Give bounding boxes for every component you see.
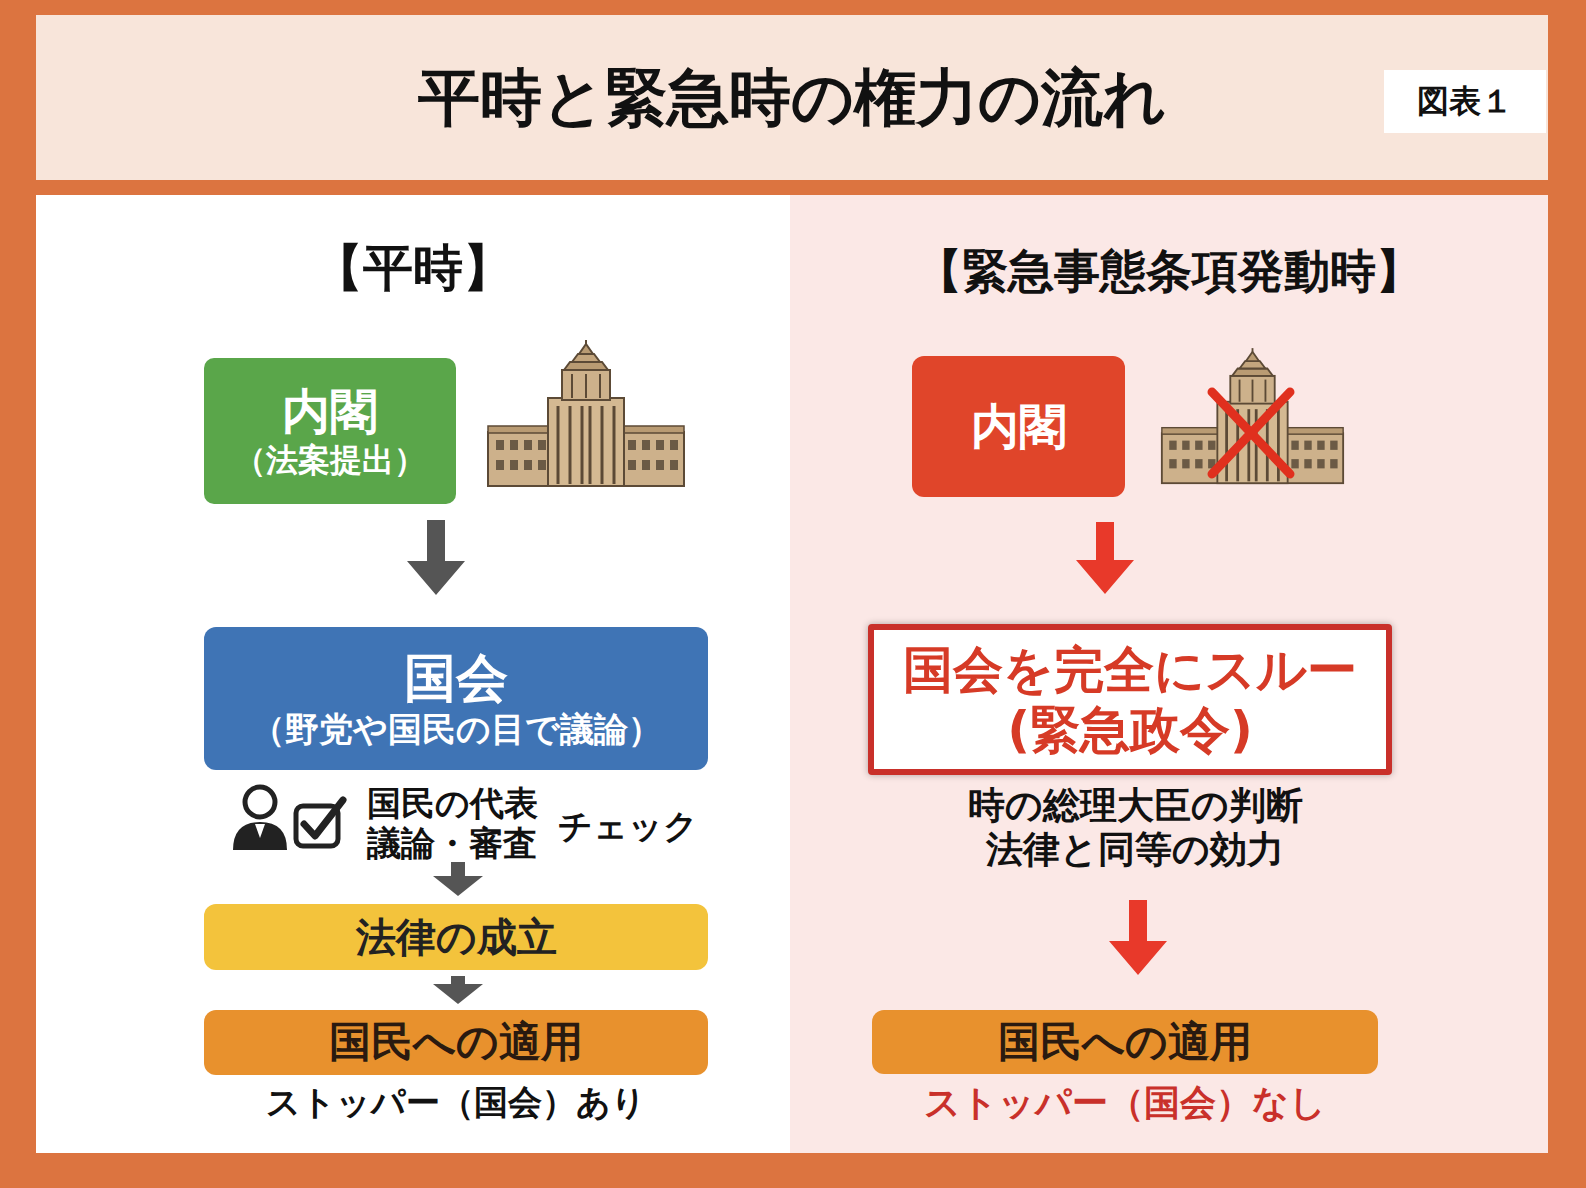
cabinet-box: 内閣 — [912, 356, 1125, 497]
panel-heading: 【緊急事態条項発動時】 — [790, 241, 1548, 303]
stopper-note: ストッパー（国会）あり — [204, 1082, 708, 1122]
application-box: 国民への適用 — [872, 1010, 1378, 1074]
panel-heading: 【平時】 — [36, 235, 790, 302]
diet-box: 国会（野党や国民の目で議論） — [204, 627, 708, 770]
cabinet-box: 内閣（法案提出） — [204, 358, 456, 504]
law-enacted-box: 法律の成立 — [204, 904, 708, 970]
title-band: 平時と緊急時の権力の流れ — [36, 15, 1548, 180]
emergency-panel: 【緊急事態条項発動時】内閣国会を完全にスルー(緊急政令) 国民への適用 — [790, 195, 1548, 1153]
box-text: 内閣 — [971, 398, 1067, 456]
judgement-note: 時の総理大臣の判断 法律と同等の効力 — [900, 784, 1370, 871]
box-text: 国会 — [404, 647, 508, 709]
check-note: チェック — [553, 806, 703, 846]
stopper-note: ストッパー（国会）なし — [872, 1082, 1378, 1124]
normal-time-panel: 【平時】内閣（法案提出） 国会（野党や国民の目で議論） 法律の成立国民への適用 — [36, 195, 790, 1153]
bypass-box: 国会を完全にスルー(緊急政令) — [868, 624, 1392, 775]
check-note: 国民の代表 議論・審査 — [352, 783, 552, 863]
box-text: 国民への適用 — [998, 1017, 1252, 1067]
box-text: 図表１ — [1417, 82, 1513, 120]
box-text: 国会を完全にスルー — [903, 640, 1357, 700]
box-text: 国民への適用 — [329, 1017, 583, 1067]
box-text: (緊急政令) — [1007, 700, 1253, 760]
box-text: （法案提出） — [234, 441, 426, 479]
box-text: 法律の成立 — [356, 913, 557, 961]
box-text: （野党や国民の目で議論） — [251, 709, 662, 750]
page-title: 平時と緊急時の権力の流れ — [36, 15, 1548, 180]
application-box: 国民への適用 — [204, 1010, 708, 1075]
box-text: 内閣 — [282, 383, 378, 441]
figure-number-box: 図表１ — [1384, 70, 1546, 133]
